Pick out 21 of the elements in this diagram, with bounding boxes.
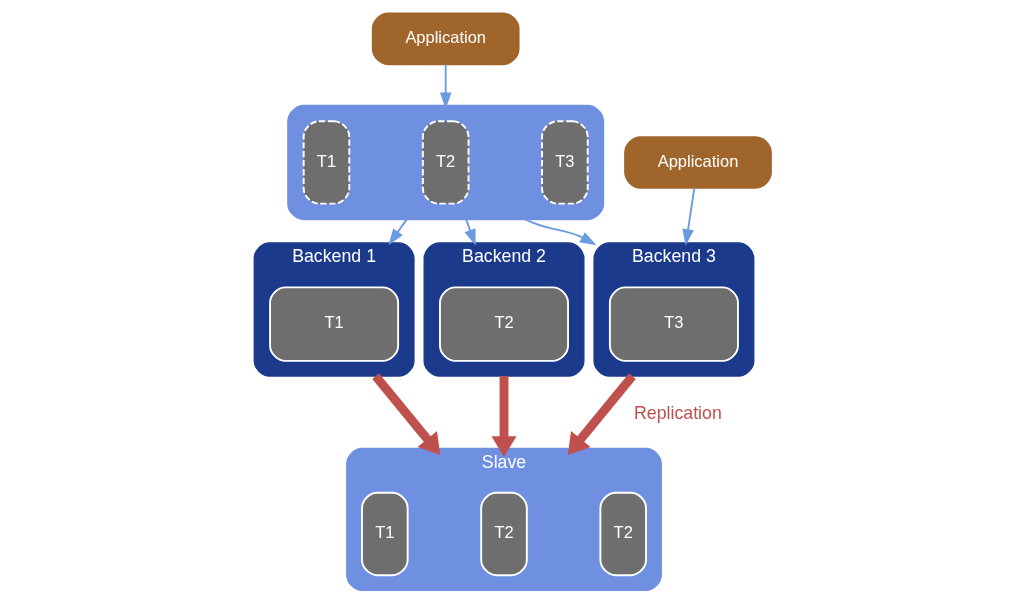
node-box: Application bbox=[371, 12, 520, 66]
edge-label: Replication bbox=[633, 402, 722, 423]
node-box: Application bbox=[623, 136, 772, 189]
node-box: T1 bbox=[360, 491, 409, 577]
node-box: T3 bbox=[608, 286, 739, 362]
arrow bbox=[490, 376, 517, 457]
node-box: T1 bbox=[302, 120, 350, 205]
node-box: T1 bbox=[268, 286, 399, 362]
arrow bbox=[387, 217, 408, 246]
arrow bbox=[439, 63, 451, 109]
node-box: T2 bbox=[438, 286, 569, 362]
arrow bbox=[464, 217, 476, 246]
node-box: T3 bbox=[540, 120, 589, 205]
node-box: T2 bbox=[479, 491, 528, 577]
arrow bbox=[522, 217, 597, 246]
node-box: T2 bbox=[598, 491, 647, 577]
arrow bbox=[371, 373, 440, 455]
node-box: T2 bbox=[421, 120, 469, 205]
cluster bbox=[286, 104, 604, 221]
arrow bbox=[567, 373, 636, 455]
arrow bbox=[681, 186, 695, 246]
